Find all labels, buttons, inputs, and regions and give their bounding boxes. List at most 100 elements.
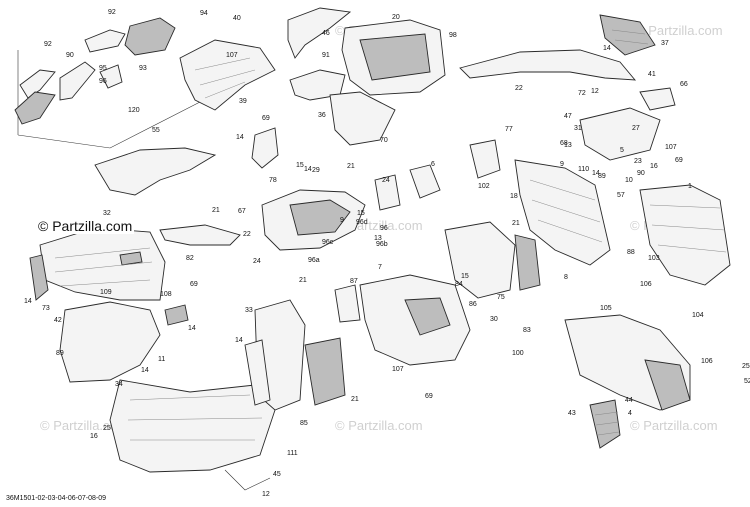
- console-opening: [404, 297, 451, 336]
- callout-105: 105: [600, 305, 612, 312]
- callout-14: 14: [188, 325, 196, 332]
- callout-36: 36: [318, 112, 326, 119]
- part-75: [334, 284, 361, 323]
- callout-23: 23: [634, 158, 642, 165]
- callout-67: 67: [238, 208, 246, 215]
- callout-69: 69: [190, 281, 198, 288]
- callout-20: 20: [392, 14, 400, 21]
- callout-21: 21: [351, 396, 359, 403]
- callout-37: 37: [661, 40, 669, 47]
- callout-55: 55: [152, 127, 160, 134]
- callout-18: 18: [510, 193, 518, 200]
- callout-96d: 96d: [356, 219, 368, 226]
- mirror-bracket: [99, 64, 123, 89]
- callout-107: 107: [392, 366, 404, 373]
- mirror-right: [124, 17, 176, 56]
- side-panel-57: [639, 184, 731, 286]
- callout-52: 52: [744, 378, 750, 385]
- callout-21: 21: [512, 220, 520, 227]
- bracket-77: [374, 174, 401, 211]
- callout-43: 43: [568, 410, 576, 417]
- callout-14: 14: [141, 367, 149, 374]
- upper-panel-29: [94, 147, 217, 196]
- group-bracket: [17, 50, 201, 149]
- callout-5: 5: [620, 147, 624, 154]
- callout-15: 15: [461, 273, 469, 280]
- callout-32: 32: [103, 210, 111, 217]
- callout-27: 27: [632, 125, 640, 132]
- callout-106: 106: [701, 358, 713, 365]
- callout-89: 89: [598, 173, 606, 180]
- callout-69: 69: [675, 157, 683, 164]
- callout-39: 39: [239, 98, 247, 105]
- callout-68: 68: [560, 140, 568, 147]
- callout-90: 90: [66, 52, 74, 59]
- callout-11: 11: [158, 356, 165, 363]
- callout-16: 16: [650, 163, 658, 170]
- long-trim: [459, 49, 637, 81]
- callout-96: 96: [380, 225, 388, 232]
- callout-14: 14: [235, 337, 243, 344]
- callout-69: 69: [262, 115, 270, 122]
- callout-82: 82: [186, 255, 194, 262]
- mirror-left: [84, 29, 126, 53]
- callout-93: 93: [139, 65, 147, 72]
- callout-100: 100: [512, 350, 524, 357]
- callout-66: 66: [680, 81, 688, 88]
- panel-vent: [119, 251, 143, 266]
- callout-34: 34: [115, 381, 123, 388]
- vent-44: [644, 359, 691, 411]
- callout-45: 45: [273, 471, 281, 478]
- callout-95: 95: [99, 65, 107, 72]
- callout-41: 41: [648, 71, 656, 78]
- callout-106: 106: [640, 281, 652, 288]
- callout-30: 30: [490, 316, 498, 323]
- callout-1: 1: [688, 183, 692, 190]
- drawing-code: 36M1501-02-03-04-06-07-08-09: [6, 495, 107, 502]
- callout-31: 31: [574, 125, 582, 132]
- panel-88: [304, 337, 346, 406]
- bracket-102: [409, 164, 441, 199]
- callout-22: 22: [243, 231, 251, 238]
- callout-16: 16: [90, 433, 98, 440]
- bracket-31: [579, 107, 661, 161]
- callout-78: 78: [269, 177, 277, 184]
- callout-87: 87: [350, 278, 358, 285]
- callout-103: 103: [648, 255, 660, 262]
- callout-109: 109: [100, 289, 112, 296]
- clip-47: [639, 87, 676, 111]
- callout-4: 4: [628, 410, 632, 417]
- watermark: © Partzilla.com: [40, 418, 128, 433]
- callout-33: 33: [245, 307, 253, 314]
- callout-12: 12: [262, 491, 270, 498]
- callout-24: 24: [382, 177, 390, 184]
- trim-strip-67: [159, 224, 241, 246]
- callout-9: 9: [560, 161, 564, 168]
- front-nose-34: [109, 379, 276, 473]
- callout-21: 21: [347, 163, 355, 170]
- callout-92: 92: [108, 9, 116, 16]
- callout-70: 70: [380, 137, 388, 144]
- callout-94: 94: [200, 10, 208, 17]
- callout-14: 14: [236, 134, 244, 141]
- callout-13: 13: [374, 235, 382, 242]
- watermark: © Partzilla.com: [635, 23, 723, 38]
- callout-96: 96: [99, 78, 107, 85]
- callout-24: 24: [253, 258, 261, 265]
- side-deflector: [179, 39, 276, 111]
- callout-107: 107: [226, 52, 238, 59]
- callout-57: 57: [617, 192, 625, 199]
- callout-25: 25: [103, 425, 111, 432]
- callout-84: 84: [455, 281, 463, 288]
- callout-91: 91: [322, 52, 330, 59]
- headlight-lens: [289, 199, 351, 236]
- callout-77: 77: [505, 126, 513, 133]
- callout-29: 29: [312, 167, 320, 174]
- callout-12: 12: [591, 88, 599, 95]
- mirror-housing: [14, 91, 56, 125]
- callout-42: 42: [54, 317, 62, 324]
- callout-10: 10: [625, 177, 633, 184]
- callout-40: 40: [233, 15, 241, 22]
